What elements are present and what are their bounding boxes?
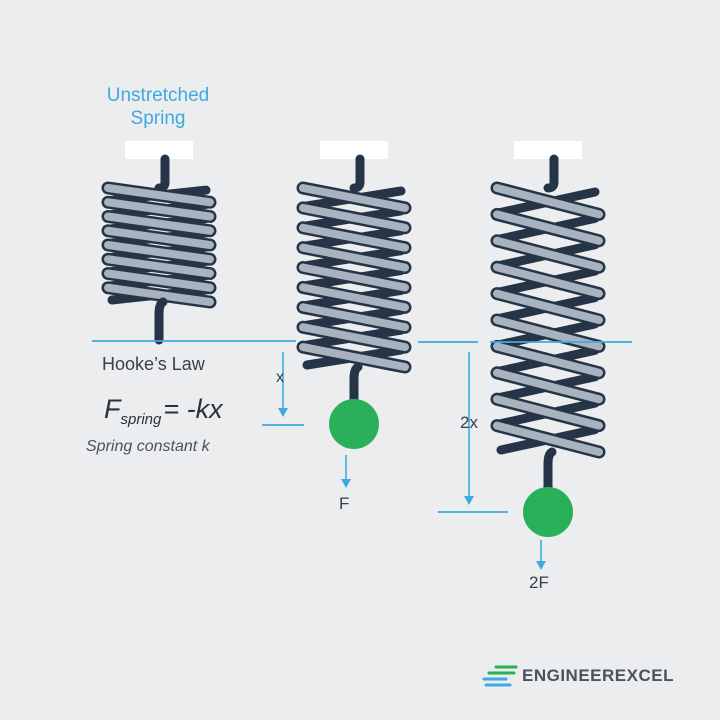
mounting-plate	[320, 141, 388, 159]
displacement-2x-label: 2x	[460, 413, 478, 432]
spring-coil-front	[493, 289, 603, 324]
spring-coil-front	[493, 236, 603, 272]
spring-bottom-hook	[543, 447, 557, 495]
spring-coil-front	[104, 226, 214, 249]
spring-coil-front	[104, 283, 214, 306]
spring-bottom-hook	[349, 362, 363, 407]
spring-coil-front	[299, 263, 409, 292]
spring-coil-front	[493, 342, 603, 377]
spring-coil-front	[299, 323, 409, 352]
spring-top-hook	[543, 154, 559, 193]
hookes-law-heading: Hooke’s Law	[102, 354, 205, 374]
spring-coil-front	[493, 263, 603, 298]
formula-force-symbol: F	[104, 394, 121, 424]
spring-coil-front	[299, 184, 409, 212]
x2-arrow-head	[464, 496, 474, 505]
guide-lines	[92, 340, 632, 570]
spring-coil-front	[104, 255, 214, 278]
spring-coil-front	[493, 210, 603, 245]
spring-top-hook	[349, 154, 365, 193]
force-f-label: F	[339, 494, 350, 513]
x-arrow-head	[278, 408, 288, 417]
spring-coil-front	[493, 395, 603, 430]
formula-right-side: = -kx	[163, 394, 223, 424]
mounting-plate	[125, 141, 193, 159]
spring-coil-front	[104, 212, 214, 235]
mounting-plate	[514, 141, 582, 159]
brand-name: ENGINEEREXCEL	[522, 666, 674, 685]
mass-ball	[329, 399, 379, 449]
force-2f-arrow-head	[536, 561, 546, 570]
unstretched-spring-title: Unstretched Spring	[106, 85, 210, 129]
spring-coil-front	[493, 184, 603, 219]
spring-coil-front	[299, 243, 409, 272]
spring-coil-front	[493, 421, 603, 456]
stacked-lines-logo-icon	[482, 665, 518, 687]
unstretched-spring	[101, 141, 217, 345]
spring-coil-front	[299, 283, 409, 312]
springs-group	[101, 141, 606, 537]
hookes-law-formula: Fspring= -kx	[104, 394, 223, 428]
spring-coil-front	[104, 184, 214, 207]
stretched-spring-x	[296, 141, 412, 449]
spring-coil-front	[104, 269, 214, 292]
spring-coil-front	[299, 203, 409, 232]
stretched-spring-2x	[490, 141, 606, 537]
spring-top-hook	[154, 154, 170, 193]
spring-bottom-hook	[154, 297, 168, 345]
formula-subscript: spring	[120, 411, 162, 428]
spring-coil-front	[299, 343, 409, 371]
mass-ball	[523, 487, 573, 537]
spring-coil-front	[299, 223, 409, 252]
spring-coil-front	[104, 241, 214, 264]
spring-coil-front	[493, 368, 603, 404]
spring-coil-front	[299, 303, 409, 332]
displacement-x-label: x	[276, 369, 284, 386]
spring-constant-label: Spring constant k	[86, 438, 210, 455]
force-2f-label: 2F	[529, 573, 549, 592]
spring-coil-front	[104, 198, 214, 221]
force-f-arrow-head	[341, 479, 351, 488]
